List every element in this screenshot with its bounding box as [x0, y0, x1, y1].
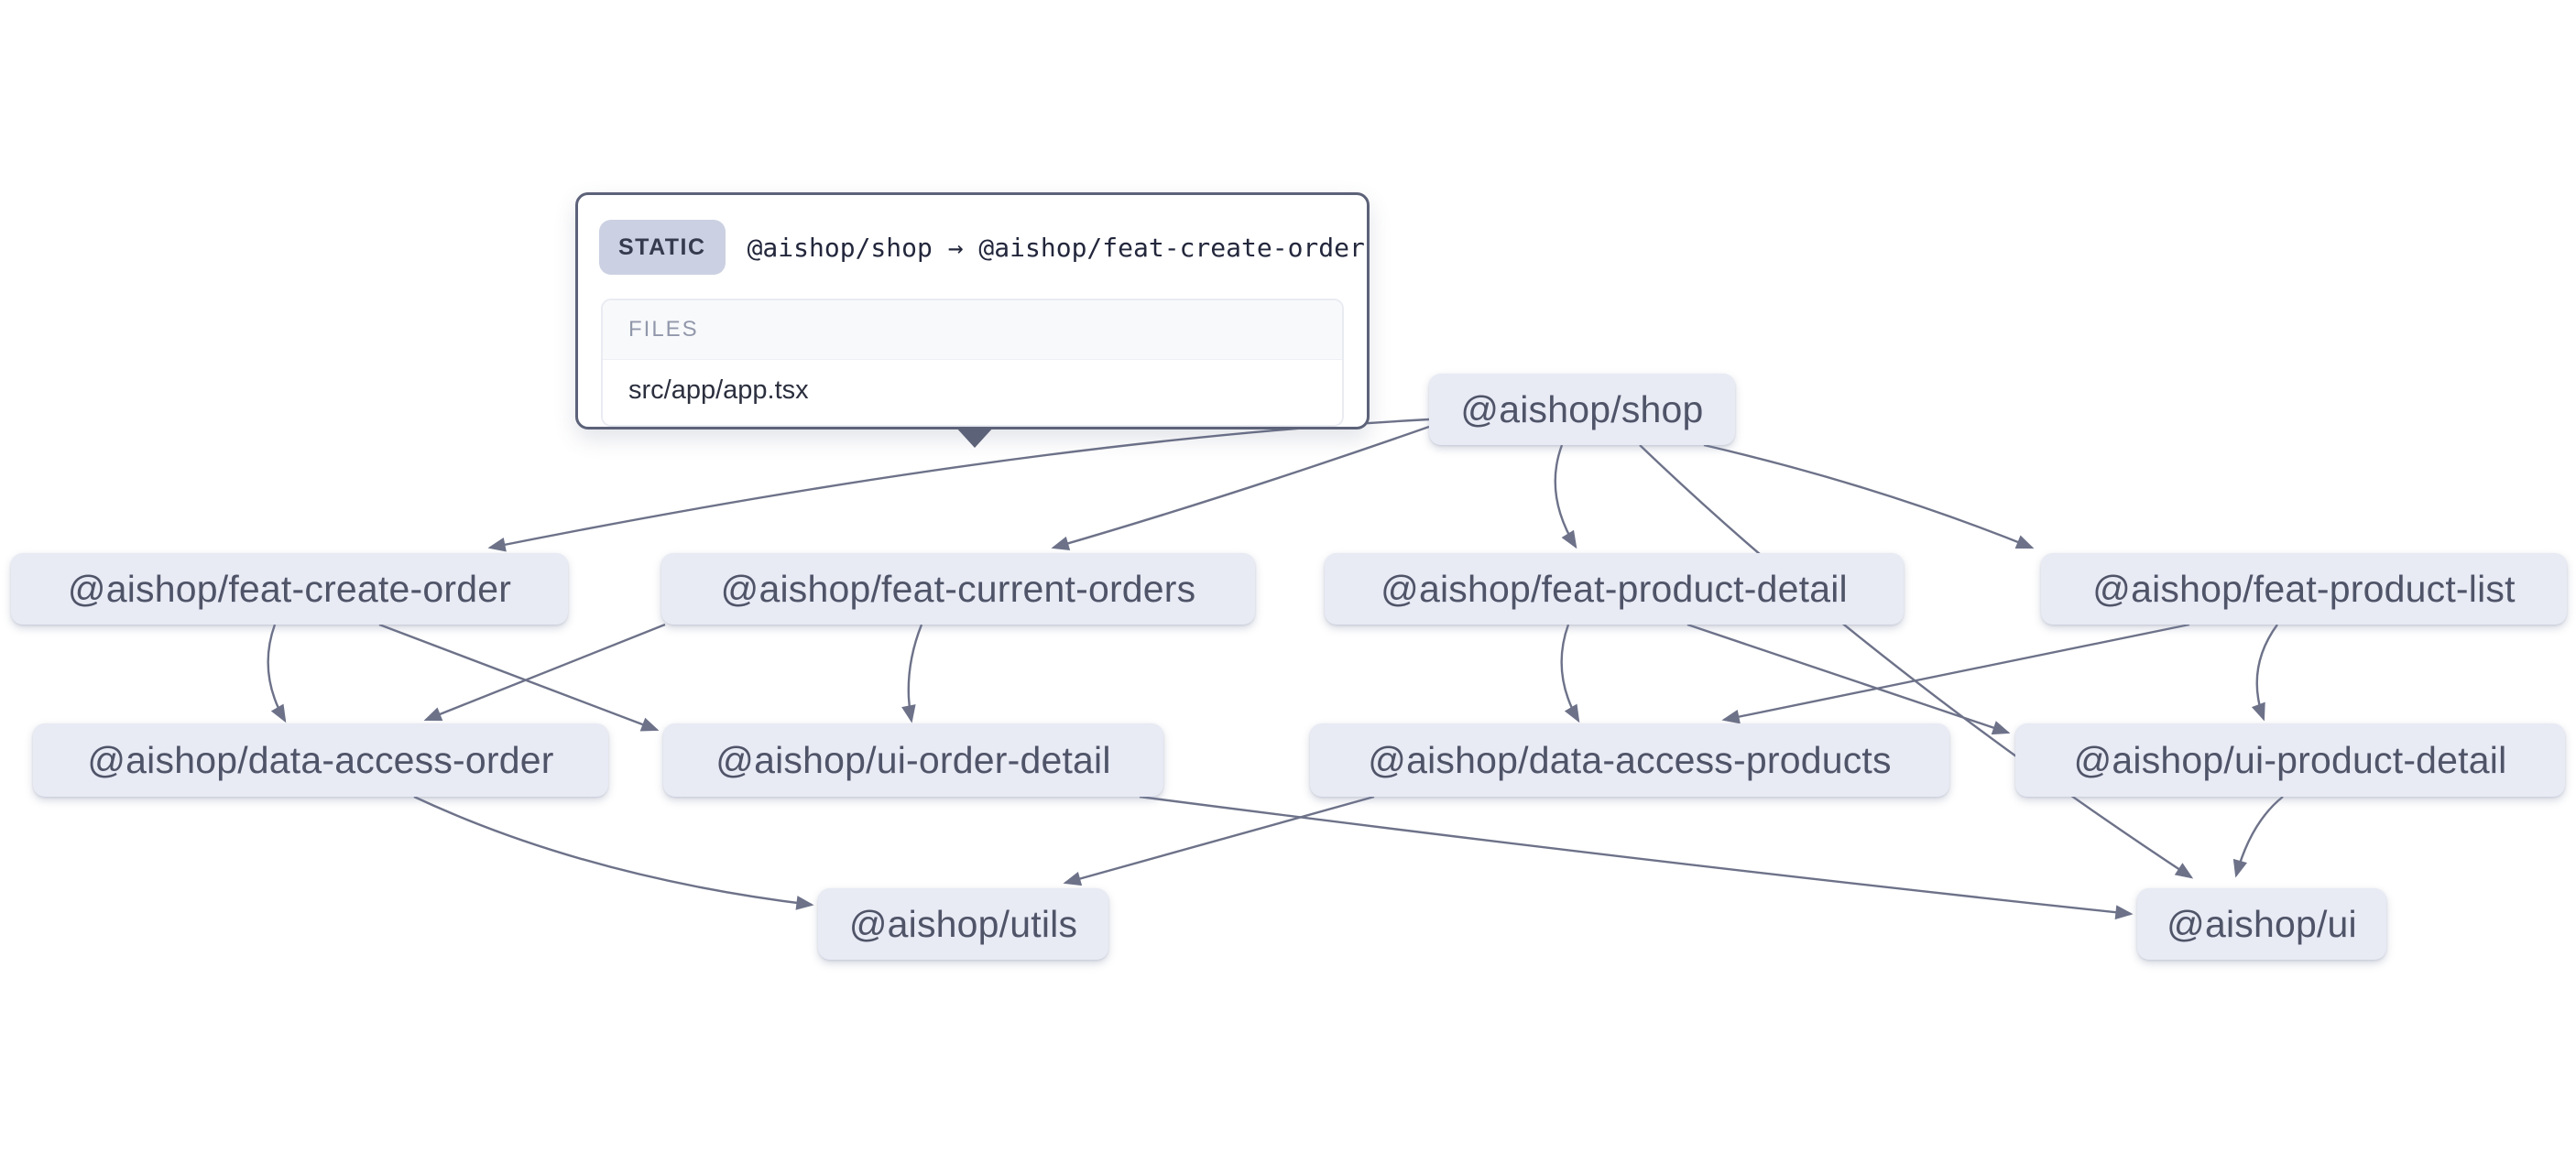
- edge-feat-product-detail-ui-product-detail[interactable]: [1686, 623, 2011, 735]
- node-data-access-products[interactable]: @aishop/data-access-products: [1310, 723, 1949, 797]
- node-ui[interactable]: @aishop/ui: [2137, 888, 2386, 960]
- edge-ui-order-detail-ui[interactable]: [1139, 795, 2134, 920]
- files-list: src/app/app.tsx: [603, 360, 1342, 425]
- edge-shop-ui[interactable]: [1639, 444, 2194, 879]
- node-feat-create-order[interactable]: @aishop/feat-create-order: [11, 553, 568, 625]
- edge-title: @aishop/shop → @aishop/feat-create-order: [747, 232, 1365, 263]
- node-feat-product-detail[interactable]: @aishop/feat-product-detail: [1325, 553, 1904, 625]
- edge-feat-current-orders-ui-order-detail[interactable]: [901, 624, 923, 723]
- tooltip-pointer-icon: [955, 427, 994, 448]
- edge-feat-product-list-ui-product-detail[interactable]: [2251, 624, 2278, 722]
- edge-data-access-products-utils[interactable]: [1063, 795, 1375, 886]
- edge-type-badge: STATIC: [599, 220, 726, 275]
- edge-shop-feat-product-detail[interactable]: [1554, 444, 1577, 549]
- tooltip-header: STATIC @aishop/shop → @aishop/feat-creat…: [599, 220, 1365, 275]
- node-feat-current-orders[interactable]: @aishop/feat-current-orders: [661, 553, 1255, 625]
- edge-feat-create-order-ui-order-detail[interactable]: [378, 623, 660, 732]
- edge-tooltip: STATIC @aishop/shop → @aishop/feat-creat…: [575, 192, 1370, 448]
- node-ui-product-detail[interactable]: @aishop/ui-product-detail: [2015, 723, 2565, 797]
- edge-feat-product-list-data-access-products[interactable]: [1721, 623, 2190, 724]
- edge-feat-create-order-data-access-order[interactable]: [267, 624, 287, 723]
- node-utils[interactable]: @aishop/utils: [818, 888, 1108, 960]
- edge-feat-current-orders-data-access-order[interactable]: [423, 623, 666, 722]
- files-panel-header: FILES: [603, 300, 1342, 360]
- file-item: src/app/app.tsx: [603, 360, 1342, 425]
- files-panel: FILES src/app/app.tsx: [601, 299, 1344, 427]
- node-feat-product-list[interactable]: @aishop/feat-product-list: [2041, 553, 2567, 625]
- edge-ui-product-detail-ui[interactable]: [2232, 796, 2284, 878]
- edge-data-access-order-utils[interactable]: [413, 795, 814, 910]
- edge-shop-feat-current-orders[interactable]: [1051, 425, 1430, 550]
- node-data-access-order[interactable]: @aishop/data-access-order: [33, 723, 608, 797]
- edge-shop-feat-product-list[interactable]: [1703, 443, 2035, 549]
- edge-feat-product-detail-data-access-products[interactable]: [1560, 624, 1580, 723]
- node-shop[interactable]: @aishop/shop: [1429, 374, 1735, 445]
- node-ui-order-detail[interactable]: @aishop/ui-order-detail: [663, 723, 1163, 797]
